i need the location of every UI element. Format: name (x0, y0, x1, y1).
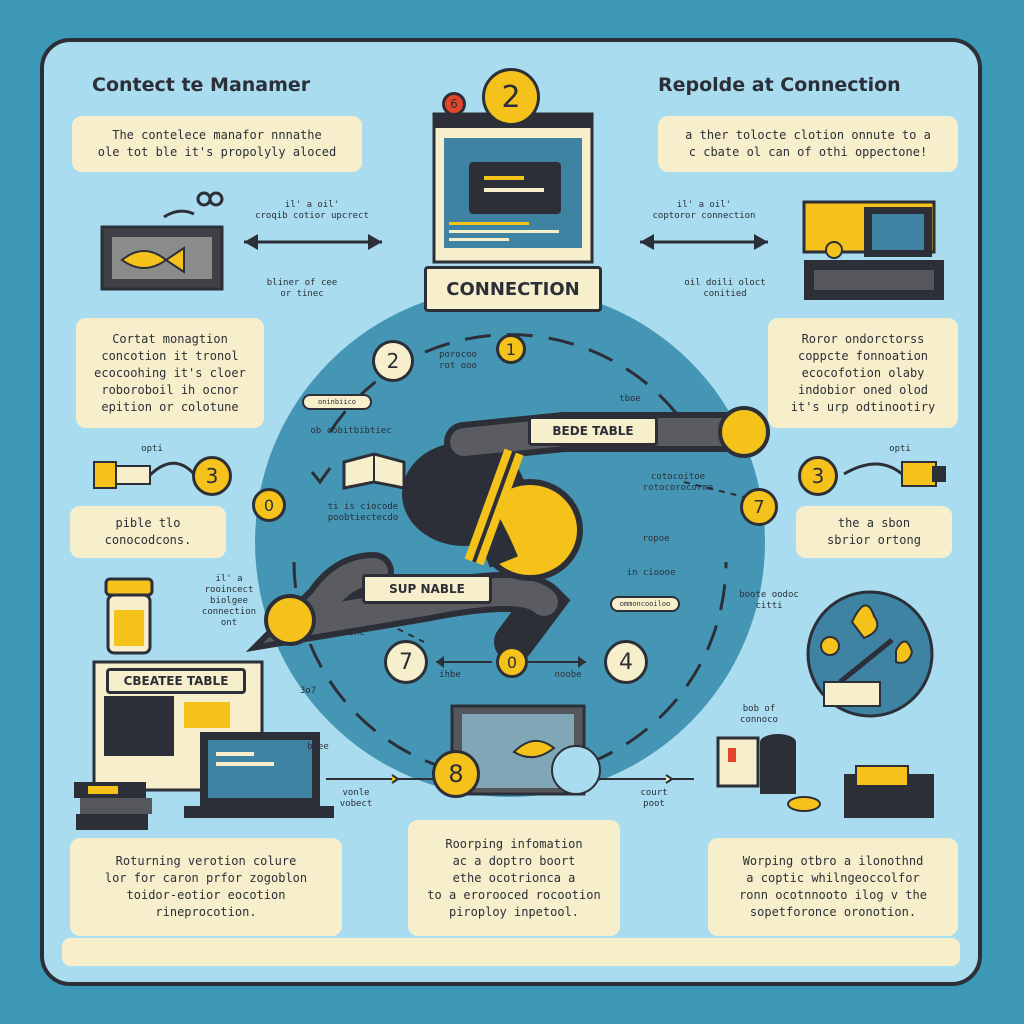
arrow-bottom-left (326, 774, 434, 784)
caption-arrow-right: il' a oil' coptoror connection (652, 200, 756, 221)
pill-right: ommoncooiloo (610, 596, 680, 612)
pill-left: oninbiico (302, 394, 372, 410)
jar-icon (104, 577, 154, 655)
note-top-left: The contelece manafor nnnathe ole tot bl… (72, 116, 362, 172)
create-table-label: CBEATEE TABLE (106, 668, 246, 694)
badge-bottom-4: 4 (604, 640, 648, 684)
book-icon (310, 452, 406, 490)
table-label-top: BEDE TABLE (528, 416, 658, 446)
caption-tboe: tboe (619, 394, 641, 404)
bottom-strip (62, 938, 960, 966)
caption-ninc: ninc (343, 628, 365, 638)
table-label-bottom: SUP NABLE (362, 574, 492, 604)
caption-tiscomc: ti is ciocode poobtiectecdo (327, 502, 399, 523)
code-window-icon (432, 112, 594, 264)
heading-left: Contect te Manamer (92, 74, 311, 96)
chain-end-yellow (264, 594, 316, 646)
diagram-graphics (74, 112, 946, 830)
caption-below-right: oil doili oloct conitied (684, 278, 766, 299)
caption-ihbe: ihbe (439, 670, 461, 680)
stack-icon (74, 782, 152, 830)
note-side-left: pible tlo conocodcons. (70, 506, 226, 558)
connection-label: CONNECTION (424, 266, 602, 312)
note-bottom-mid: Roorping infomation ac a doptro boort et… (408, 820, 620, 936)
badge-center-1: 1 (496, 334, 526, 364)
caption-arrow-left: il' a oil' croqib cotior upcrect (255, 200, 369, 221)
caption-opti-right: opti (889, 444, 911, 454)
caption-below-left: bliner of cee or tinec (266, 278, 338, 299)
badge-left-0: 0 (252, 488, 286, 522)
linked-chain-icon (245, 412, 764, 662)
badge-right-7: 7 (740, 488, 778, 526)
caption-inocoe: in cioooe (626, 568, 676, 578)
caption-create: il' a rooincect biolgee connection ont (201, 574, 257, 628)
badge-left-3: 3 (192, 456, 232, 496)
coin-stack-icon (716, 734, 934, 818)
monitor-icon (450, 704, 601, 796)
chain-end-yellow (718, 406, 770, 458)
note-mid-left: Cortat monagtion concotion it tronol eco… (76, 318, 264, 428)
plug-cable-icon (93, 461, 196, 489)
caption-ropoe: ropoe (642, 534, 670, 544)
fish-window-icon (100, 191, 224, 291)
badge-top-2: 2 (482, 68, 540, 126)
badge-bottom-0: 0 (496, 646, 528, 678)
caption-opti-left: opti (141, 444, 163, 454)
caption-vertical: boote oodoc citti (739, 590, 799, 611)
badge-top-6: 6 (442, 92, 466, 116)
infographic-panel: Contect te Manamer Repolde at Connection… (40, 38, 982, 986)
note-top-right: a ther tolocte clotion onnute to a c cba… (658, 116, 958, 172)
note-bottom-left: Roturning verotion colure lor for caron … (70, 838, 342, 936)
heading-right: Repolde at Connection (658, 74, 901, 96)
badge-ring-2: 2 (372, 340, 414, 382)
arrow-right-top (640, 234, 768, 250)
caption-sjiz: 3o7 (299, 686, 317, 696)
caption-bob: bob of connoco (740, 704, 778, 725)
badge-bottom-8: 8 (432, 750, 480, 798)
caption-court: court poot (640, 788, 668, 809)
flame-disc-icon (806, 590, 934, 718)
arrow-left-top (244, 234, 382, 250)
caption-bisee: biee (307, 742, 329, 752)
caption-cotocitoe: cotocoitoe rotocorocorme (642, 472, 714, 493)
computer-setup-icon (802, 200, 944, 300)
arrow-bottom-center (436, 656, 586, 668)
note-mid-right: Roror ondorctorss coppcte fonnoation eco… (768, 318, 958, 428)
note-side-right: the a sbon sbrior ortong (796, 506, 952, 558)
plug-cable-icon (843, 461, 946, 487)
note-bottom-right: Worping otbro a ilonothnd a coptic whiln… (708, 838, 958, 936)
dashed-ring (683, 481, 765, 503)
badge-right-3: 3 (798, 456, 838, 496)
caption-ponoo: porocoo rot ooo (439, 350, 477, 371)
caption-noobe: noobe (554, 670, 582, 680)
caption-vbble: vonle vobect (339, 788, 373, 809)
badge-bottom-7: 7 (384, 640, 428, 684)
caption-cocon: ob cobitbibtiec (310, 426, 392, 436)
